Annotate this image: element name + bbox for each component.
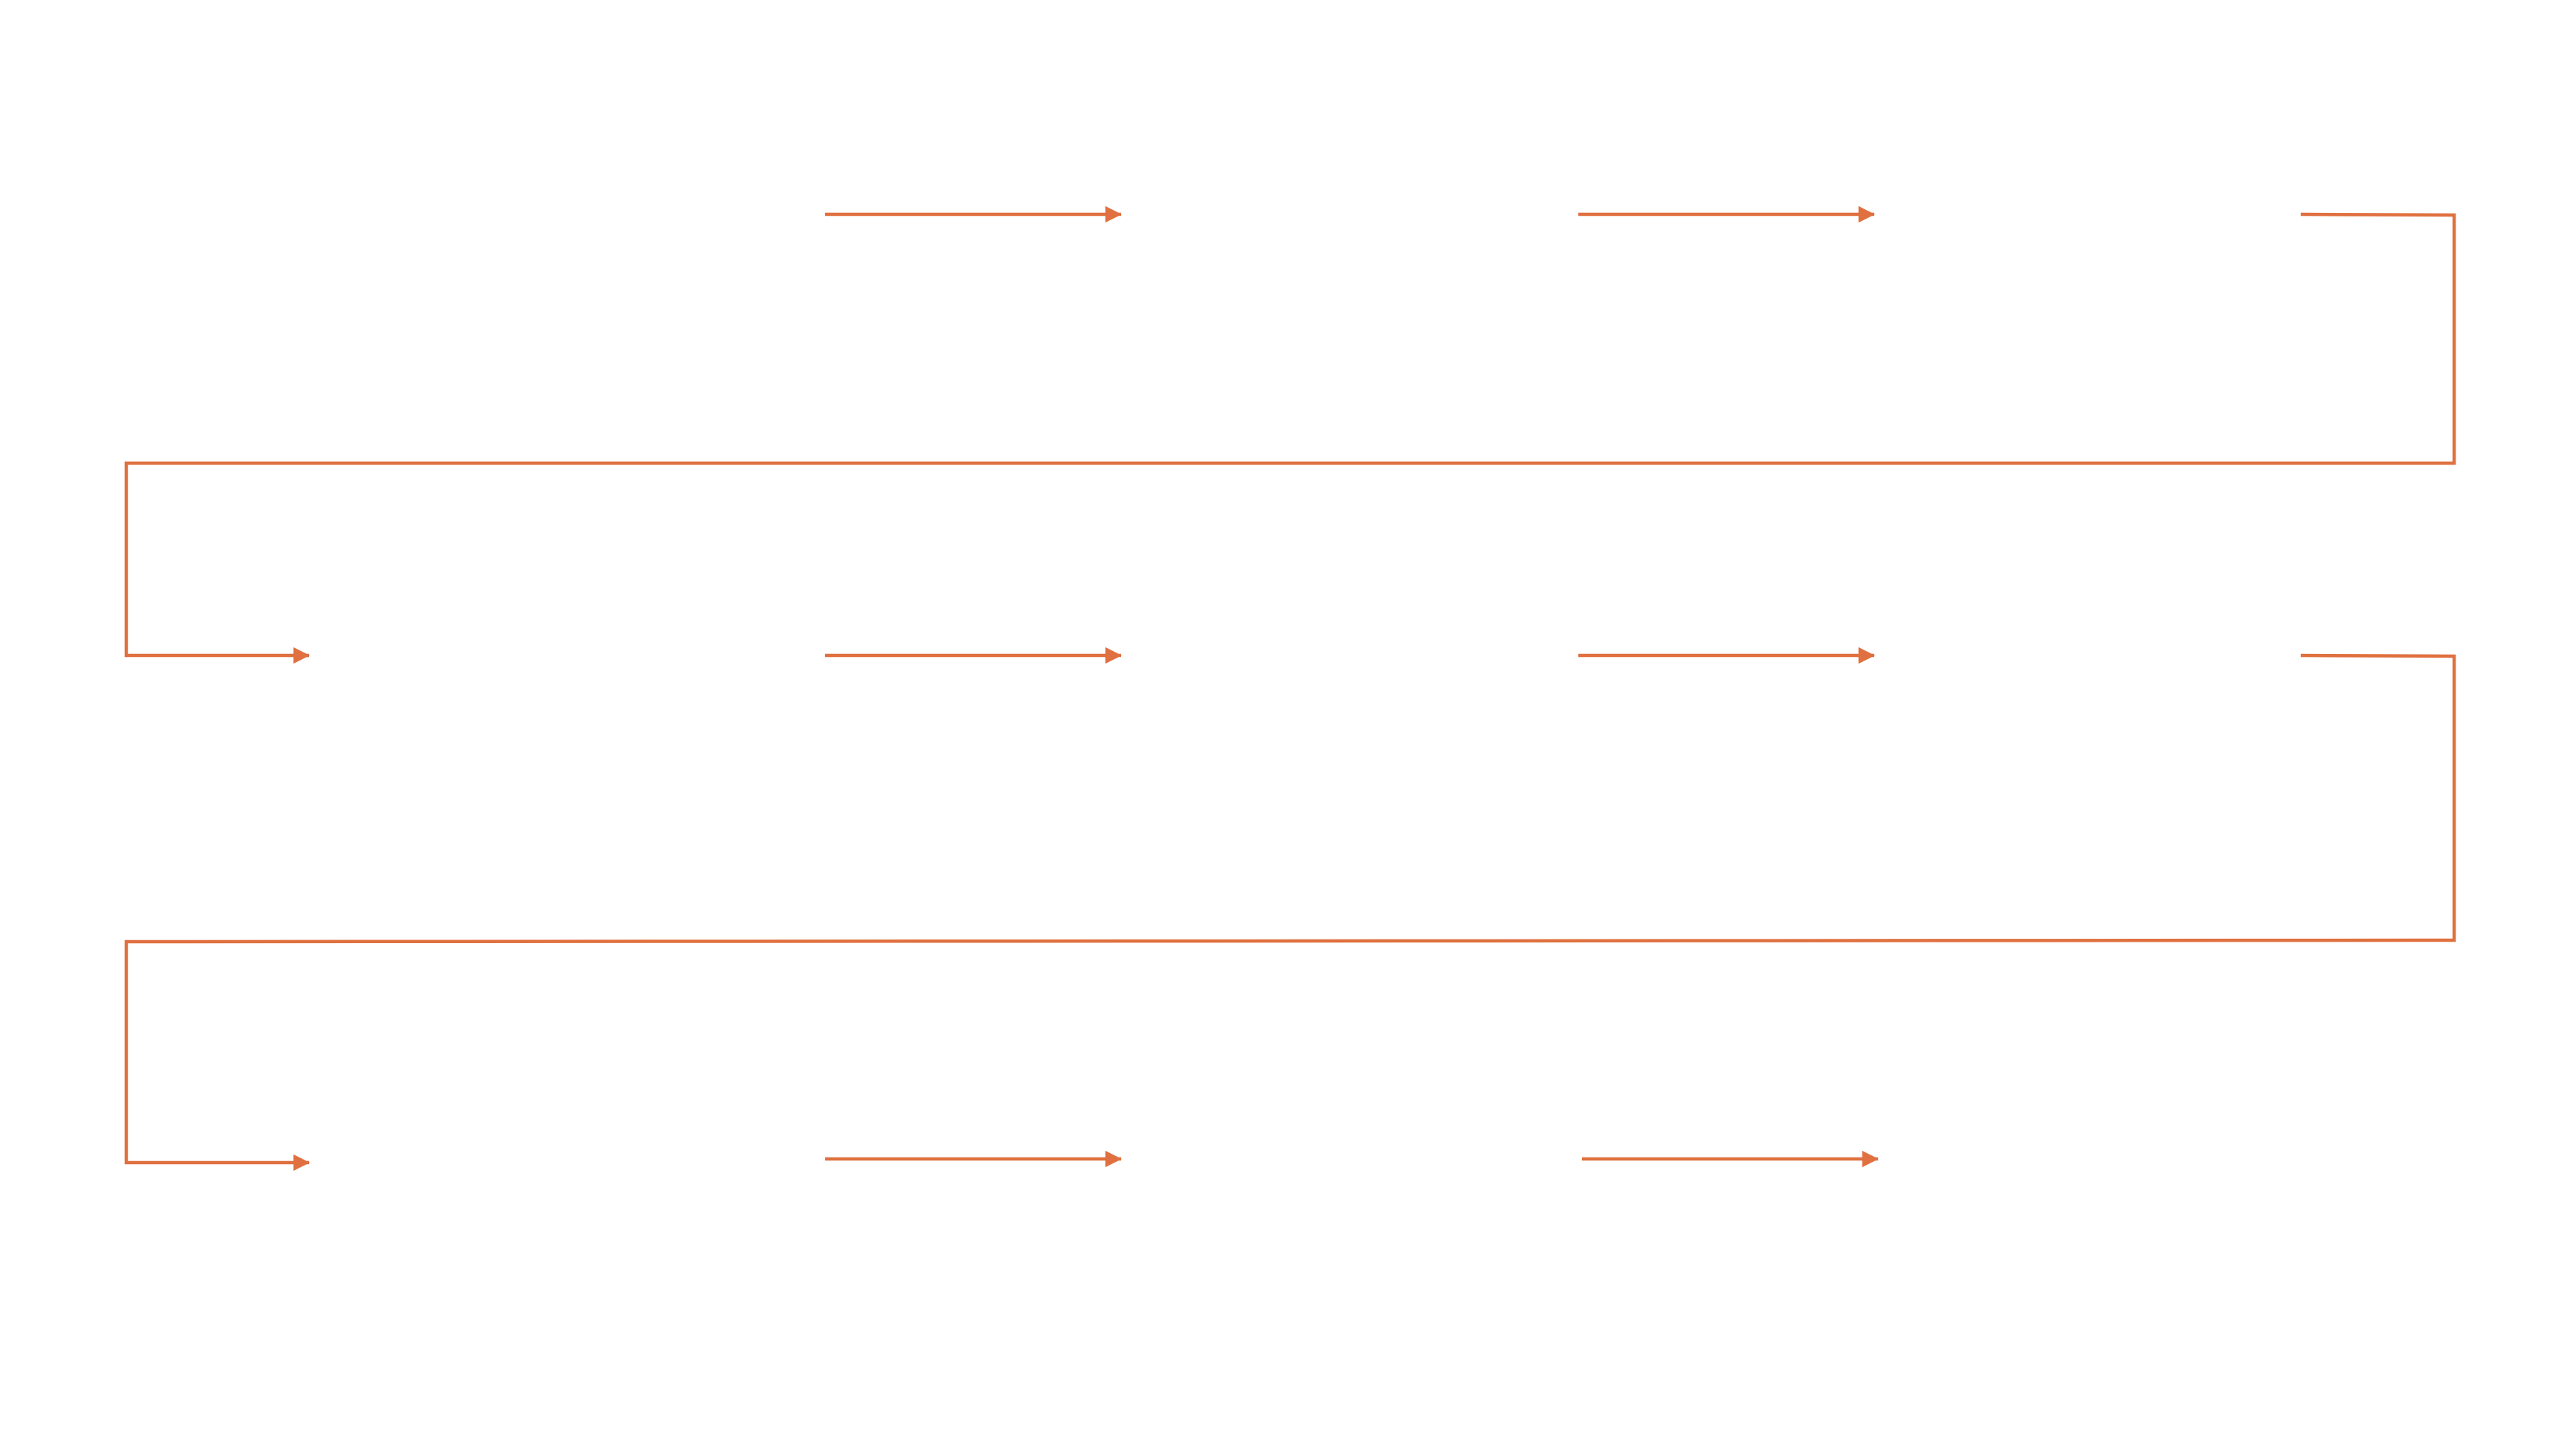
connector-row1-to-row2: [124, 212, 2456, 664]
connector-row2-to-row3: [124, 653, 2456, 1171]
